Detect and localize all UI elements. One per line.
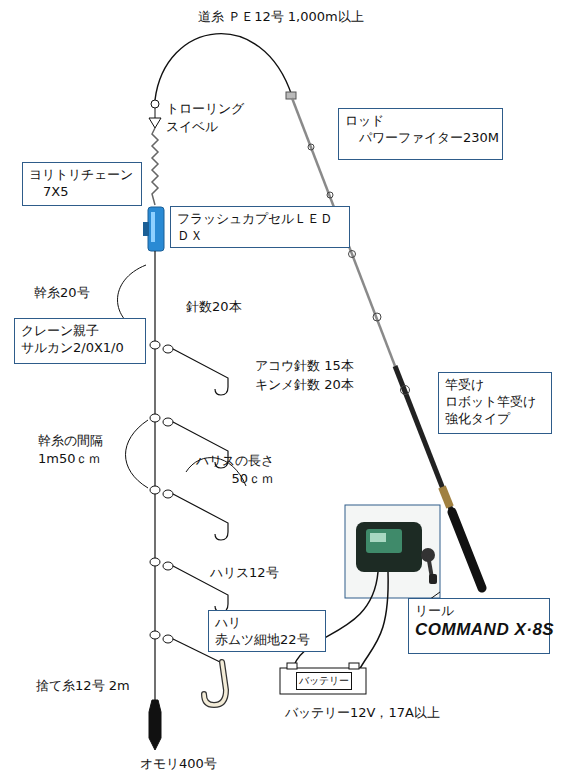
callout-box: リールCOMMAND X·8S	[408, 598, 550, 654]
callout-box: ヨリトリチェーン7X5	[22, 162, 142, 206]
reel-panel	[366, 529, 402, 553]
swivel	[163, 490, 173, 498]
annotation-label: 針数20本	[186, 298, 242, 316]
swivel	[150, 341, 160, 349]
flash-capsule	[148, 207, 164, 251]
rod-guide	[401, 386, 410, 395]
swivel	[150, 558, 160, 566]
main-line	[155, 34, 292, 100]
callout-box: フラッシュカプセルＬＥＤＤＸ	[170, 206, 350, 248]
box-text: 強化タイプ	[445, 410, 545, 427]
annotation-label: アコウ針数 15本	[255, 357, 354, 375]
swivel	[163, 635, 173, 643]
swivel	[150, 486, 160, 494]
swivel	[151, 100, 159, 108]
box-text: サルカン2/0X1/0	[21, 339, 139, 356]
annotation-label: 幹糸の間隔 1m50ｃｍ	[38, 432, 103, 468]
power-cable	[358, 572, 388, 672]
box-heading: ハリ	[215, 614, 319, 631]
box-text: ロボット竿受け	[445, 393, 545, 410]
flash-capsule	[151, 212, 155, 242]
annotation-label: バッテリー12V，17A以上	[285, 704, 440, 722]
box-heading: 竿受け	[445, 376, 545, 393]
swivel	[150, 631, 160, 639]
hook-branch	[173, 494, 228, 540]
swivel	[150, 414, 160, 422]
rod-guide	[308, 144, 314, 150]
swivel-chain	[152, 128, 158, 205]
annotation-label: ハリス12号	[210, 564, 279, 582]
box-text: パワーファイター230M	[345, 129, 496, 146]
hook-illustration	[204, 662, 226, 705]
reel-body	[356, 522, 422, 572]
swivel	[155, 108, 156, 118]
swivel	[149, 118, 161, 128]
sinker	[149, 700, 161, 750]
reel-display	[370, 533, 386, 542]
brand-logo: COMMAND X·8S	[415, 619, 543, 641]
reel-seat	[442, 487, 450, 507]
dimension-bracket	[126, 420, 149, 488]
hook-branch	[173, 349, 228, 395]
box-heading: リール	[415, 602, 543, 619]
rod-guide	[327, 192, 333, 198]
rod-tip	[286, 92, 296, 99]
annotation-label: キンメ針数 20本	[255, 376, 354, 394]
box-heading: ヨリトリチェーン	[29, 166, 135, 183]
callout-box: クレーン親子サルカン2/0X1/0	[14, 318, 146, 364]
swivel	[163, 562, 173, 570]
annotation-label: 道糸 ＰＥ12号 1,000m以上	[198, 8, 364, 26]
box-heading: クレーン親子	[21, 322, 139, 339]
rod-guide	[349, 251, 356, 258]
reel-photo-frame	[345, 505, 440, 598]
swivel	[163, 418, 173, 426]
callout-box: ハリ赤ムツ細地22号	[208, 610, 326, 652]
battery	[280, 668, 366, 694]
callout-box: バッテリー	[296, 672, 352, 690]
branch-swivel	[150, 341, 173, 643]
battery-terminal	[349, 663, 359, 669]
rod-guide	[373, 313, 381, 321]
box-text: フラッシュカプセルＬＥＤ	[177, 210, 343, 227]
annotation-label: トローリング スイベル	[166, 100, 244, 136]
reel-handle	[429, 574, 437, 584]
rod-grip	[452, 512, 482, 588]
callout-box: ロッドパワーファイター230M	[338, 108, 503, 160]
box-heading: ロッド	[345, 112, 496, 129]
annotation-label: 捨て糸12号 2m	[36, 677, 130, 695]
hook-illustration	[204, 662, 226, 705]
flash-capsule	[143, 222, 149, 236]
battery-terminal	[287, 663, 297, 669]
annotation-label: オモリ400号	[140, 755, 217, 773]
annotation-label: ハリスの長さ 50ｃｍ	[196, 452, 274, 488]
box-text: 赤ムツ細地22号	[215, 631, 319, 648]
annotation-label: 幹糸20号	[34, 284, 90, 302]
battery-label: バッテリー	[299, 673, 349, 689]
swivel	[163, 345, 173, 353]
box-text: ＤＸ	[177, 227, 343, 244]
callout-box: 竿受けロボット竿受け強化タイプ	[438, 372, 552, 434]
box-text: 7X5	[29, 183, 135, 200]
